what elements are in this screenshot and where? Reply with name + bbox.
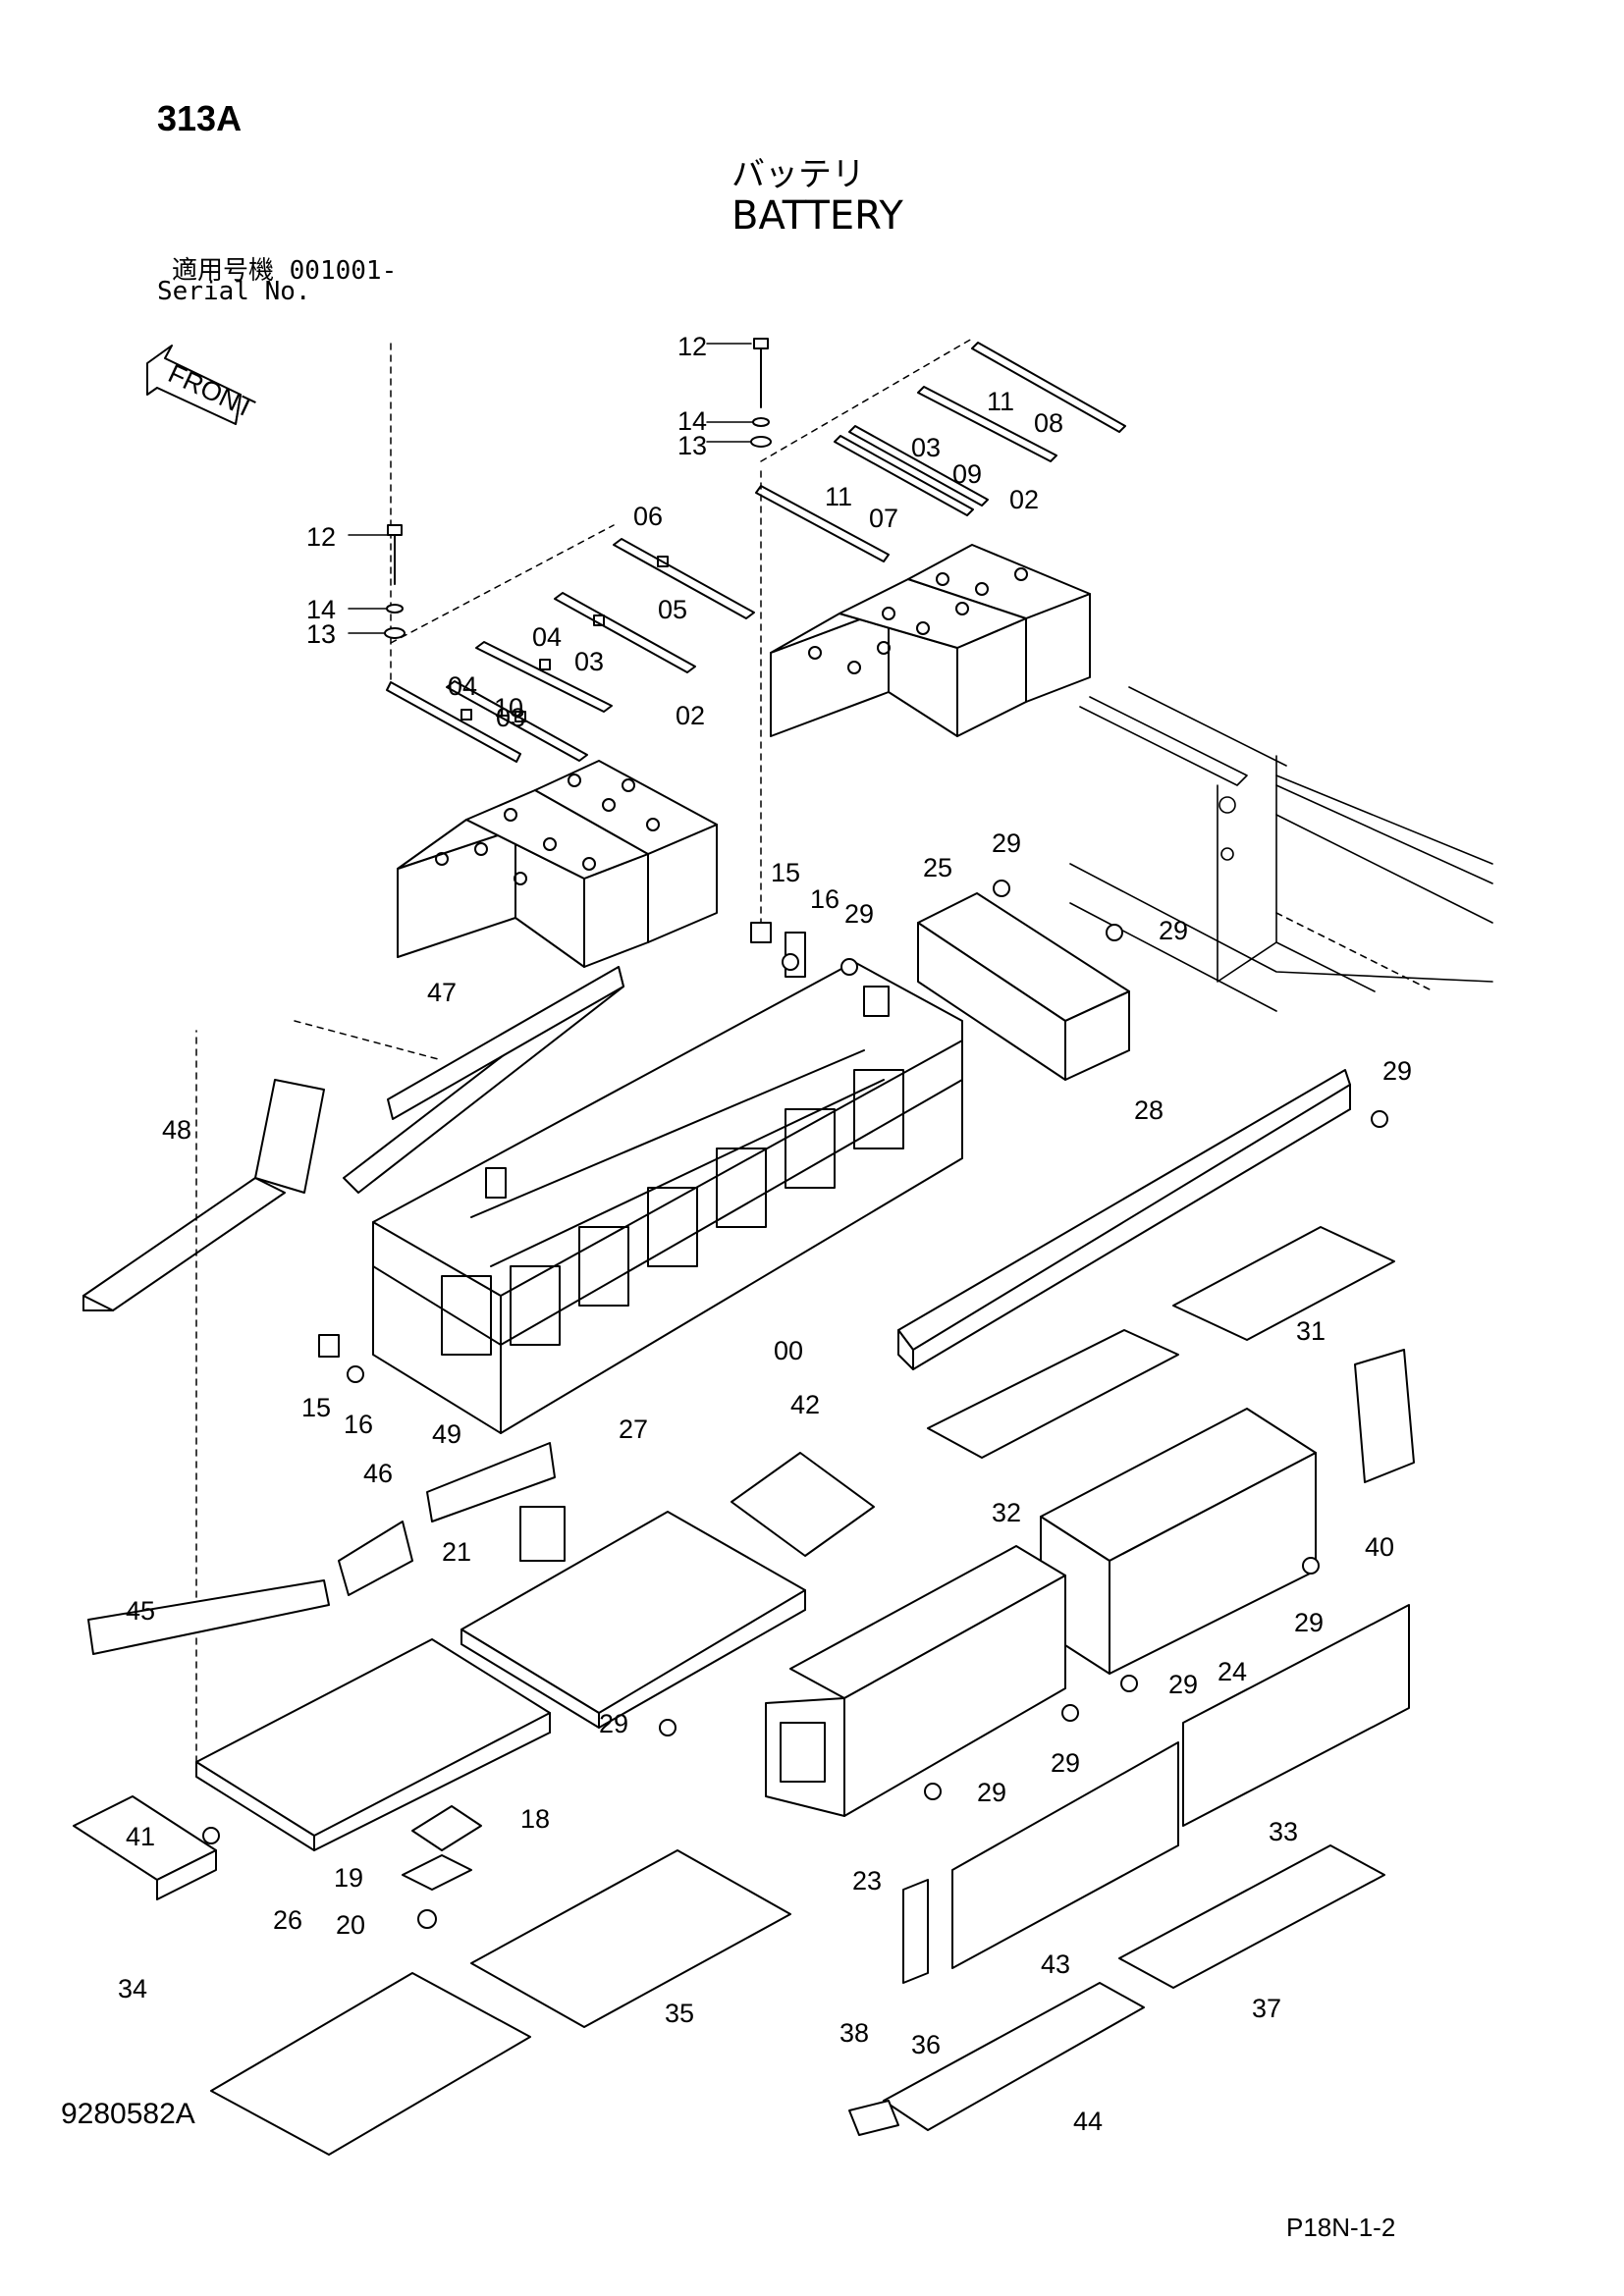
callout-label: 21 xyxy=(442,1537,471,1567)
callout-label: 05 xyxy=(658,595,687,624)
callout-label: 29 xyxy=(977,1778,1006,1807)
callout-label: 47 xyxy=(427,978,457,1007)
callout-label: 19 xyxy=(334,1863,363,1893)
leader-lines xyxy=(294,343,754,1061)
callout-label: 14 xyxy=(677,406,707,436)
callout-label: 02 xyxy=(1009,485,1039,514)
callout-label: 07 xyxy=(869,504,898,533)
callout-label: 03 xyxy=(574,647,604,676)
box-brackets xyxy=(318,922,799,1383)
callout-label: 16 xyxy=(344,1410,373,1439)
left-bolt-washers xyxy=(384,524,406,639)
callout-label: 04 xyxy=(448,671,477,701)
callout-label: 12 xyxy=(677,332,707,361)
callout-label: 29 xyxy=(1294,1608,1324,1637)
strips-31-32-40 xyxy=(927,1226,1415,1483)
bar-28 xyxy=(897,1069,1388,1370)
callout-label: 29 xyxy=(1168,1670,1198,1699)
drawing-number: 9280582A xyxy=(61,2098,195,2130)
callout-label: 31 xyxy=(1296,1316,1326,1346)
cover-25 xyxy=(840,880,1130,1081)
section-code: 313A xyxy=(157,98,243,138)
bottom-plates xyxy=(210,1604,1410,2156)
left-batteries xyxy=(397,760,718,968)
callout-label: 11 xyxy=(987,387,1014,416)
callout-label: 00 xyxy=(774,1336,803,1365)
title-japanese: バッテリ xyxy=(731,156,865,193)
callout-label: 26 xyxy=(273,1905,302,1935)
callout-label: 29 xyxy=(599,1709,628,1738)
callout-label: 29 xyxy=(992,828,1021,858)
callout-label: 10 xyxy=(494,693,523,722)
callout-label: 14 xyxy=(306,595,336,624)
callout-label: 43 xyxy=(1041,1949,1070,1979)
serial-range-japanese: 適用号機 001001- xyxy=(172,256,398,286)
callout-label: 29 xyxy=(1382,1056,1412,1086)
page-title: BATTERY xyxy=(731,193,903,239)
right-batteries xyxy=(770,544,1091,737)
front-arrow-icon: FRONT xyxy=(146,345,259,425)
callout-label: 29 xyxy=(1159,916,1188,945)
plates-47-48 xyxy=(82,966,624,1311)
clamp-parts xyxy=(402,1506,566,1929)
callout-label: 06 xyxy=(633,502,663,531)
page-number: P18N-1-2 xyxy=(1286,2213,1396,2242)
callout-label: 03 xyxy=(496,703,525,732)
tray-26 xyxy=(195,1030,551,1851)
callout-label: 45 xyxy=(126,1596,155,1626)
callout-label: 16 xyxy=(810,884,839,914)
callout-label: 11 xyxy=(825,482,852,511)
callout-label: 02 xyxy=(676,701,705,730)
callout-label: 27 xyxy=(619,1415,648,1444)
callout-label: 28 xyxy=(1134,1095,1164,1125)
pan-23 xyxy=(765,1545,1079,1817)
callout-label: 13 xyxy=(677,431,707,460)
callout-label: 13 xyxy=(306,619,336,649)
callout-label: 24 xyxy=(1218,1657,1247,1686)
callout-label: 41 xyxy=(126,1822,155,1851)
battery-box xyxy=(372,932,963,1434)
callout-label: 34 xyxy=(118,1974,147,2003)
pan-24 xyxy=(1040,1408,1320,1692)
callout-label: 48 xyxy=(162,1115,191,1145)
callout-label: 15 xyxy=(771,858,800,887)
right-bolt-washers xyxy=(750,338,772,448)
callout-label: 18 xyxy=(520,1804,550,1834)
machine-frame xyxy=(1069,686,1493,1012)
serial-label: Serial No. xyxy=(157,277,311,306)
callout-label: 23 xyxy=(852,1866,882,1896)
callout-label: 04 xyxy=(532,622,562,652)
callout-label: 32 xyxy=(992,1498,1021,1527)
callout-label: 25 xyxy=(923,853,952,882)
callout-label: 44 xyxy=(1073,2107,1103,2136)
callout-label: 09 xyxy=(952,459,982,489)
callout-label: 12 xyxy=(306,522,336,552)
callout-label: 38 xyxy=(839,2018,869,2048)
callout-label: 36 xyxy=(911,2030,941,2059)
left-battery-clamps xyxy=(386,343,755,763)
right-battery-clamps xyxy=(755,338,1126,934)
callout-label: 35 xyxy=(665,1999,694,2028)
callout-label: 33 xyxy=(1269,1817,1298,1846)
callout-label: 20 xyxy=(336,1910,365,1940)
callout-label: 49 xyxy=(432,1419,461,1449)
callout-label: 15 xyxy=(301,1393,331,1422)
callout-label: 03 xyxy=(911,433,941,462)
channels xyxy=(73,1442,875,1900)
callout-label: 37 xyxy=(1252,1994,1281,2023)
callout-label: 46 xyxy=(363,1459,393,1488)
callout-label: 40 xyxy=(1365,1532,1394,1562)
callout-label: 29 xyxy=(1051,1748,1080,1778)
front-label: FRONT xyxy=(164,358,259,423)
callout-label: 29 xyxy=(844,899,874,929)
callout-label: 08 xyxy=(1034,408,1063,438)
callout-labels: 12 14 13 06 05 04 03 04 03 10 02 12 14 1… xyxy=(118,332,1412,2136)
callout-label: 42 xyxy=(790,1390,820,1419)
